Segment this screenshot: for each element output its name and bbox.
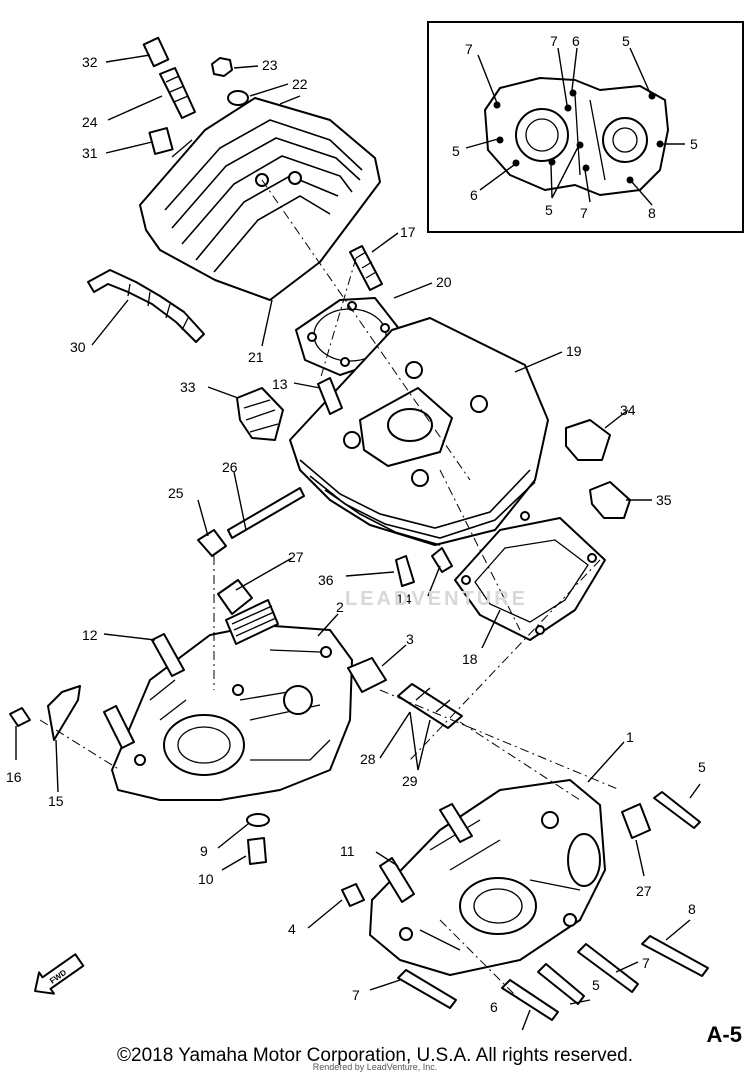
callout-14: 14 [396, 591, 412, 607]
drain-washer [246, 813, 270, 827]
callout-24: 24 [82, 114, 98, 130]
callout-32: 32 [82, 54, 98, 70]
callout-8: 8 [688, 901, 696, 917]
inset-callout-7c: 7 [580, 205, 588, 221]
callout-2: 2 [336, 599, 344, 615]
callout-5a: 5 [698, 759, 706, 775]
intake-reed-block [236, 387, 284, 441]
case-bolt-a [397, 969, 457, 1009]
spark-plug [159, 67, 196, 119]
guide-bracket [47, 685, 81, 741]
callout-3: 3 [406, 631, 414, 647]
page-code: A-5 [706, 1022, 742, 1047]
callout-33: 33 [180, 379, 196, 395]
bolt-pattern-inset: 7 7 6 5 5 5 6 5 7 8 [427, 21, 744, 233]
bearing-collar-left [217, 579, 253, 615]
callout-16: 16 [6, 769, 22, 785]
callout-6: 6 [490, 999, 498, 1015]
case-bolt-d [577, 943, 639, 993]
callout-26: 26 [222, 459, 238, 475]
inset-callout-5b: 5 [452, 143, 460, 159]
callout-20: 20 [436, 274, 452, 290]
callout-11: 11 [340, 843, 355, 859]
cylinder-head [139, 95, 381, 301]
breather-hose [87, 269, 205, 343]
bearing-collar [347, 657, 387, 693]
dowel-pin [341, 883, 365, 907]
callout-15: 15 [48, 793, 64, 809]
banjo-fitting [197, 529, 227, 557]
inset-callout-5c: 5 [690, 136, 698, 152]
inset-callout-8: 8 [648, 205, 656, 221]
callout-19: 19 [566, 343, 582, 359]
case-bolt-c [537, 963, 585, 1005]
stud-short [395, 555, 415, 587]
exploded-parts-diagram: 7 7 6 5 5 5 6 5 7 8 [6, 21, 744, 1030]
case-bolt-f [653, 791, 701, 829]
plug-cover [148, 127, 174, 155]
cylinder-dowel-upper [317, 377, 343, 415]
bearing-collar-right [621, 803, 651, 839]
callout-9: 9 [200, 843, 208, 859]
drain-plug [247, 837, 267, 865]
callout-35: 35 [656, 492, 672, 508]
callout-10: 10 [198, 871, 214, 887]
inset-callout-6a: 6 [572, 33, 580, 49]
callout-30: 30 [70, 339, 86, 355]
callout-13: 13 [272, 376, 288, 392]
cylinder-dowel-lower [431, 547, 453, 573]
cylinder-base-gasket [454, 511, 606, 641]
crankcase-left [111, 624, 353, 801]
crankcase-right [369, 779, 606, 976]
bracket-bolt [9, 707, 31, 727]
forward-direction-marker: FWD [34, 953, 85, 995]
callout-12: 12 [82, 627, 98, 643]
callout-7b: 7 [352, 987, 360, 1003]
callout-36: 36 [318, 572, 334, 588]
callout-21: 21 [248, 349, 264, 365]
exhaust-gasket [589, 481, 631, 519]
callout-5b: 5 [592, 977, 600, 993]
case-bolt-b [501, 979, 559, 1021]
render-credit: Rendered by LeadVenture, Inc. [312, 1062, 438, 1072]
cylinder [289, 317, 549, 546]
inset-callout-5d: 5 [545, 202, 553, 218]
copyright-notice: ©2018 Yamaha Motor Corporation, U.S.A. A… [117, 1045, 633, 1066]
exhaust-flange [565, 419, 611, 461]
case-stud-right [379, 857, 415, 903]
head-nut [211, 57, 233, 77]
callout-34: 34 [620, 402, 636, 418]
inset-callout-7a: 7 [465, 41, 473, 57]
oil-delivery-pipe [227, 487, 305, 539]
callout-25: 25 [168, 485, 184, 501]
callout-1: 1 [626, 729, 634, 745]
head-washer [227, 90, 249, 106]
callout-18: 18 [462, 651, 478, 667]
callout-29: 29 [402, 773, 418, 789]
case-stud-right-2 [439, 803, 473, 843]
watermark: LEADVENTURE [345, 588, 529, 610]
plug-cap-sleeve [142, 36, 170, 68]
case-stud-lower [103, 705, 135, 749]
callout-22: 22 [292, 76, 308, 92]
callout-27b: 27 [636, 883, 652, 899]
callout-31: 31 [82, 145, 98, 161]
callout-28: 28 [360, 751, 376, 767]
callout-27a: 27 [288, 549, 304, 565]
inset-callout-5a: 5 [622, 33, 630, 49]
case-stud-upper [151, 633, 185, 677]
inset-callout-6b: 6 [470, 187, 478, 203]
callout-4: 4 [288, 921, 296, 937]
callout-23: 23 [262, 57, 278, 73]
callout-17: 17 [400, 224, 416, 240]
inset-callout-7b: 7 [550, 33, 558, 49]
case-bolt-e [641, 935, 709, 977]
callout-7a: 7 [642, 955, 650, 971]
